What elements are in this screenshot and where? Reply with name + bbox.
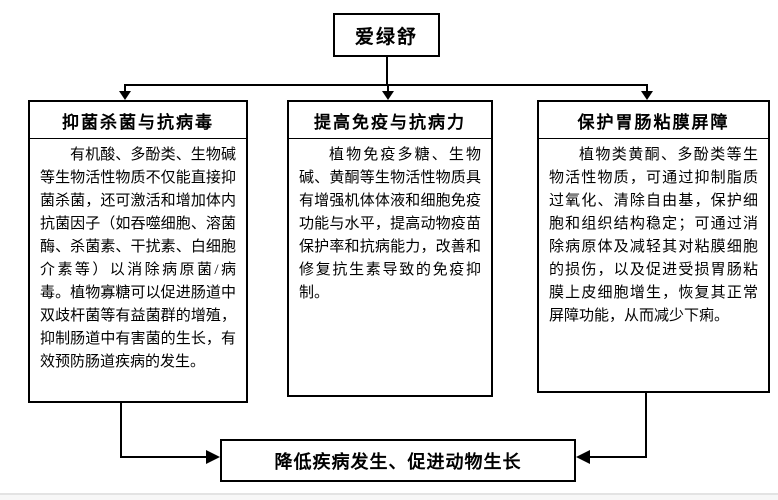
- branch-header-label: 抑菌杀菌与抗病毒: [62, 112, 214, 132]
- branch-box-antibacterial: 抑菌杀菌与抗病毒 有机酸、多酚类、生物碱等生物活性物质不仅能直接抑菌杀菌，还可激…: [28, 100, 248, 403]
- connector-drop-branch-1: [124, 84, 126, 93]
- branch-body-mucosa-protection: 植物类黄酮、多酚类等生物活性物质，可通过抑制脂质过氧化、清除自由基，保护细胞和组…: [549, 147, 758, 324]
- branch-header-mucosa-protection: 保护胃肠粘膜屏障: [539, 102, 768, 139]
- connector-branch-1-into-outcome: [120, 456, 207, 458]
- arrowhead-into-branch-3-icon: [641, 91, 653, 100]
- root-node-label: 爱绿舒: [354, 26, 418, 48]
- branch-header-label: 提高免疫与抗病力: [314, 112, 466, 132]
- branch-header-immunity: 提高免疫与抗病力: [289, 102, 491, 139]
- window-bottom-strip: [0, 493, 778, 500]
- connector-branch-bus: [124, 84, 648, 86]
- connector-drop-branch-2: [387, 84, 389, 93]
- connector-branch-3-into-outcome: [590, 456, 647, 458]
- arrowhead-into-outcome-right-icon: [576, 450, 590, 464]
- branch-body-immunity: 植物免疫多糖、生物碱、黄酮等生物活性物质具有增强机体体液和细胞免疫功能与水平，提…: [299, 147, 481, 301]
- branch-box-immunity: 提高免疫与抗病力 植物免疫多糖、生物碱、黄酮等生物活性物质具有增强机体体液和细胞…: [287, 100, 493, 397]
- branch-header-label: 保护胃肠粘膜屏障: [577, 112, 730, 132]
- connector-branch-1-down: [120, 403, 122, 458]
- connector-drop-branch-3: [646, 84, 648, 93]
- arrowhead-into-branch-1-icon: [119, 91, 131, 100]
- branch-body-antibacterial: 有机酸、多酚类、生物碱等生物活性物质不仅能直接抑菌杀菌，还可激活和增加体内抗菌因…: [40, 147, 236, 370]
- branch-header-antibacterial: 抑菌杀菌与抗病毒: [30, 102, 246, 139]
- connector-branch-3-down: [645, 393, 647, 458]
- connector-root-trunk: [386, 57, 388, 84]
- arrowhead-into-branch-2-icon: [382, 91, 394, 100]
- outcome-node-label: 降低疾病发生、促进动物生长: [274, 451, 522, 472]
- root-node-box: 爱绿舒: [333, 13, 440, 57]
- outcome-node-box: 降低疾病发生、促进动物生长: [220, 439, 576, 482]
- arrowhead-into-outcome-left-icon: [206, 450, 220, 464]
- branch-box-mucosa-protection: 保护胃肠粘膜屏障 植物类黄酮、多酚类等生物活性物质，可通过抑制脂质过氧化、清除自…: [537, 100, 770, 393]
